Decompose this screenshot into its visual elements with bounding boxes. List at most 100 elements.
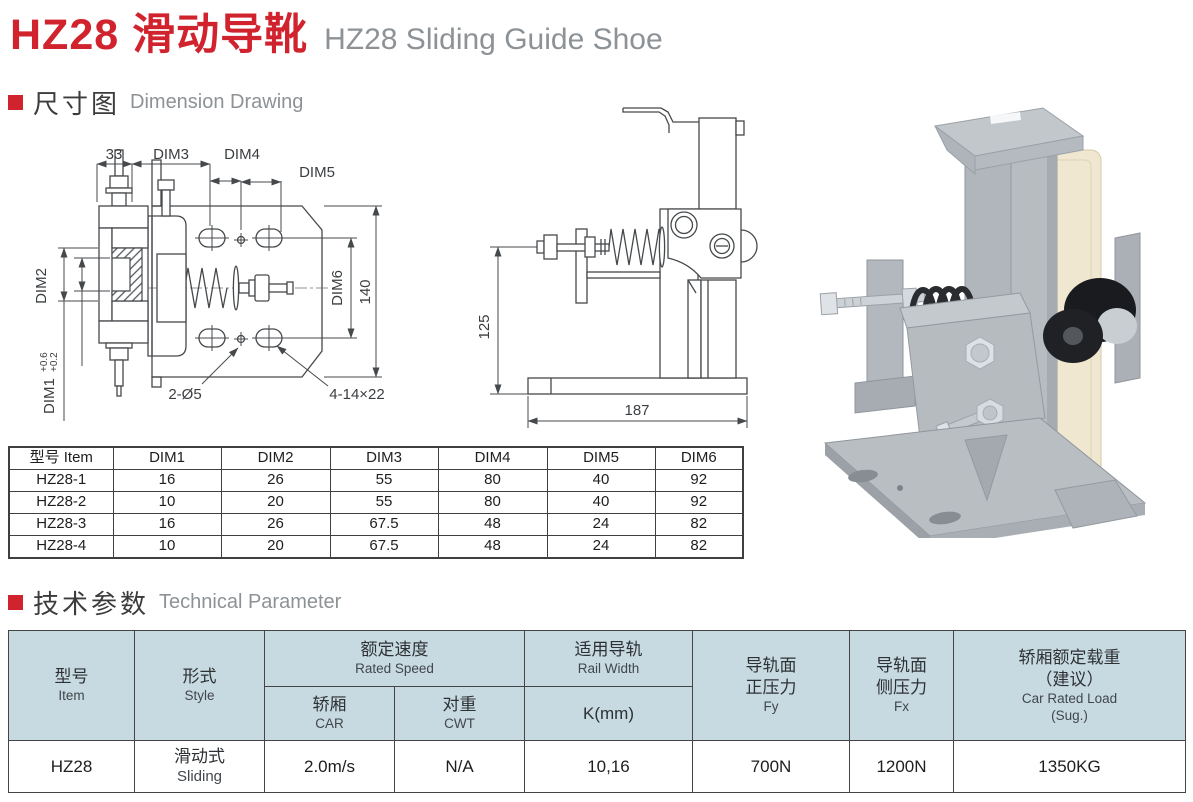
tech-data-row: HZ28 滑动式 Sliding 2.0m/s N/A 10,16 700N 1… — [8, 740, 1186, 793]
dim-th-dim2: DIM2 — [220, 446, 331, 470]
dim-187-label: 187 — [624, 402, 649, 419]
photo-clamp-housing — [899, 292, 1046, 441]
tech-header-row-1: 型号 Item 形式 Style 额定速度 Rated Speed 适用导轨 R… — [8, 630, 1186, 741]
th-rated-load: 轿厢额定载重 （建议） Car Rated Load (Sug.) — [953, 630, 1186, 741]
th-cwt: 对重 CWT — [394, 686, 525, 741]
value-cn: 滑动式 — [174, 747, 225, 767]
side-dimensions: 125 187 — [476, 246, 748, 428]
th-car: 轿厢 CAR — [264, 686, 395, 741]
label-cn: 侧压力 — [876, 678, 927, 698]
section-dimension-drawing: 尺寸图 Dimension Drawing — [8, 84, 303, 121]
dim1-label: DIM1 — [41, 378, 58, 414]
cell: HZ28-2 — [8, 491, 114, 514]
td-load: 1350KG — [953, 740, 1186, 793]
th-item: 型号 Item — [8, 630, 135, 741]
red-square-bullet-icon — [8, 95, 23, 110]
cell: 24 — [546, 535, 656, 559]
label-en: CWT — [444, 716, 475, 732]
slotted-holes — [195, 225, 286, 351]
section-technical-parameter: 技术参数 Technical Parameter — [8, 584, 341, 621]
cell: 10 — [112, 535, 222, 559]
cell: 48 — [437, 535, 548, 559]
label-cn: 额定速度 — [360, 640, 429, 660]
cell: 82 — [654, 535, 744, 559]
dim-th-dim5: DIM5 — [546, 446, 656, 470]
page-title-cn: HZ28 滑动导靴 — [10, 11, 309, 59]
label-en: Fx — [894, 699, 909, 715]
dimension-table-header-row: 型号 Item DIM1 DIM2 DIM3 DIM4 DIM5 DIM6 — [8, 446, 744, 470]
th-fx: 导轨面 侧压力 Fx — [849, 630, 954, 741]
label-en: Car Rated Load — [1021, 690, 1118, 706]
td-fy: 700N — [692, 740, 850, 793]
photo-left-bracket-bolt — [819, 259, 926, 414]
td-k-value: 10,16 — [524, 740, 693, 793]
th-rated-speed: 额定速度 Rated Speed — [264, 630, 525, 687]
slot-holes-callout: 4-14×22 — [329, 386, 384, 403]
cell: 26 — [220, 513, 331, 536]
tech-header-row-2: 轿厢 CAR 对重 CWT K(mm) — [9, 686, 1186, 741]
dim-th-dim1: DIM1 — [112, 446, 222, 470]
dim-125-label: 125 — [476, 314, 493, 339]
cell: 40 — [546, 469, 656, 492]
cell: 16 — [112, 513, 222, 536]
th-k-mm: K(mm) — [524, 686, 693, 741]
td-car-speed: 2.0m/s — [264, 740, 395, 793]
label-en: Style — [184, 688, 215, 704]
label-cn: 轿厢额定载重 — [1018, 647, 1121, 667]
label-en: Rail Width — [577, 661, 640, 677]
hole-callouts: 2-Ø5 4-14×22 — [168, 345, 385, 403]
cell: 24 — [546, 513, 656, 536]
cell: 26 — [220, 469, 331, 492]
cell: 82 — [654, 513, 744, 536]
dim5-label: DIM5 — [299, 164, 335, 181]
section-title-en: Technical Parameter — [159, 591, 342, 613]
dim1-tolerance-lower: +0.2 — [49, 352, 60, 372]
cell: 55 — [329, 491, 439, 514]
section-title-en: Dimension Drawing — [130, 91, 304, 113]
label-en: Fy — [763, 699, 779, 715]
cell: 67.5 — [329, 513, 439, 536]
table-row: HZ28-3 16 26 67.5 48 24 82 — [8, 513, 744, 536]
product-photo — [819, 107, 1147, 538]
dim2-label: DIM2 — [33, 268, 50, 304]
dim-th-item: 型号 Item — [8, 446, 114, 470]
guide-shoe-assembly — [98, 149, 187, 397]
value-en: Sliding — [176, 768, 223, 786]
th-style: 形式 Style — [134, 630, 265, 741]
label-cn: 轿厢 — [312, 695, 347, 715]
table-row: HZ28-1 16 26 55 80 40 92 — [8, 469, 744, 492]
td-cwt-speed: N/A — [394, 740, 525, 793]
td-style: 滑动式 Sliding — [134, 740, 265, 793]
cell: HZ28-1 — [8, 469, 114, 492]
page-title-en: HZ28 Sliding Guide Shoe — [324, 23, 663, 56]
small-holes-callout: 2-Ø5 — [168, 386, 201, 403]
cell: 20 — [220, 535, 331, 559]
cell: 20 — [220, 491, 331, 514]
dim-33-label: 33 — [106, 146, 123, 163]
page-title: HZ28 滑动导靴 HZ28 Sliding Guide Shoe — [10, 0, 663, 62]
label-k: K(mm) — [583, 703, 634, 723]
dimension-table: 型号 Item DIM1 DIM2 DIM3 DIM4 DIM5 DIM6 HZ… — [8, 446, 744, 559]
photo-base-plate — [823, 417, 1147, 538]
label-en: (Sug.) — [1051, 707, 1088, 723]
td-item: HZ28 — [8, 740, 135, 793]
cell: HZ28-3 — [8, 513, 114, 536]
photo-top-cap — [933, 107, 1085, 176]
side-spring-bolt — [536, 226, 666, 304]
red-square-bullet-icon — [8, 595, 23, 610]
label-en: CAR — [315, 716, 344, 732]
cell: 55 — [329, 469, 439, 492]
cell: 16 — [112, 469, 222, 492]
dim4-label: DIM4 — [224, 146, 260, 163]
front-left-dimensions: DIM2 DIM1 +0.6 +0.2 — [33, 247, 110, 421]
label-cn: 正压力 — [745, 678, 797, 698]
section-title-cn: 尺寸图 — [33, 89, 121, 119]
side-view-drawing: 125 187 — [476, 107, 758, 428]
cell: HZ28-4 — [8, 535, 114, 559]
section-title-cn: 技术参数 — [33, 589, 150, 619]
cell: 80 — [437, 469, 548, 492]
table-row: HZ28-4 10 20 67.5 48 24 82 — [8, 535, 744, 559]
front-view-drawing: 33 DIM3 DIM4 DIM5 DIM6 140 DIM2 — [33, 146, 385, 421]
side-rail-guide — [622, 107, 745, 210]
cell: 10 — [112, 491, 222, 514]
